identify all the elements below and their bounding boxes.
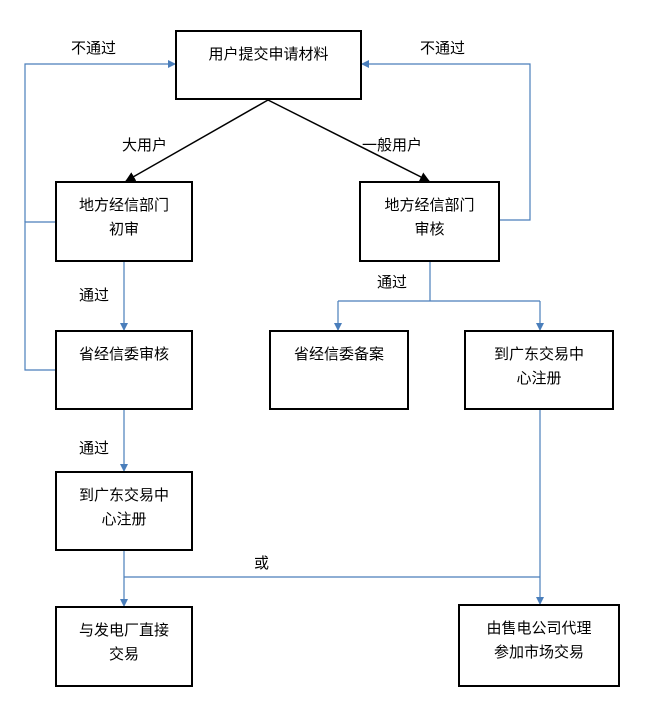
label-pass-right: 通过 <box>377 273 408 291</box>
node-direct-trade-line-1: 与发电厂直接 <box>78 621 169 639</box>
node-submit-line-1: 用户提交申请材料 <box>208 45 329 63</box>
node-local-initial-line-1: 地方经信部门 <box>78 196 169 214</box>
node-agent-trade-line-2: 参加市场交易 <box>493 643 584 661</box>
node-gd-register-right-line-1: 到广东交易中 <box>493 345 584 363</box>
node-local-review-line-2: 审核 <box>414 220 445 238</box>
label-fail-right: 不通过 <box>420 39 466 57</box>
node-province-review-line-1: 省经信委审核 <box>78 345 169 363</box>
arrow-fail-left <box>24 60 176 222</box>
node-agent-trade-line-1: 由售电公司代理 <box>486 619 592 637</box>
node-direct-trade-line-2: 交易 <box>108 645 139 663</box>
arrow-submit-to-local-review <box>267 99 430 182</box>
node-gd-register-right: 到广东交易中 心注册 <box>464 330 614 410</box>
label-or: 或 <box>254 554 270 572</box>
node-province-filing: 省经信委备案 <box>269 330 409 410</box>
node-gd-register-left-line-1: 到广东交易中 <box>78 486 169 504</box>
node-submit: 用户提交申请材料 <box>175 30 362 100</box>
node-local-review: 地方经信部门 审核 <box>359 181 500 262</box>
node-province-review: 省经信委审核 <box>55 330 193 410</box>
label-pass-left-1: 通过 <box>79 286 110 304</box>
node-direct-trade: 与发电厂直接 交易 <box>55 606 193 687</box>
node-province-filing-line-1: 省经信委备案 <box>293 345 384 363</box>
node-agent-trade: 由售电公司代理 参加市场交易 <box>458 604 620 687</box>
label-general-user: 一般用户 <box>362 136 423 154</box>
node-local-initial: 地方经信部门 初审 <box>55 181 193 262</box>
arrow-fail-right <box>361 60 531 221</box>
loop-fail-left <box>24 221 55 371</box>
node-gd-register-right-line-2: 心注册 <box>516 369 562 387</box>
node-local-review-line-1: 地方经信部门 <box>384 196 475 214</box>
arrow-submit-to-local-initial <box>125 99 269 182</box>
label-pass-left-2: 通过 <box>79 439 110 457</box>
node-gd-register-left: 到广东交易中 心注册 <box>55 471 193 551</box>
label-fail-left: 不通过 <box>71 39 117 57</box>
node-gd-register-left-line-2: 心注册 <box>101 510 147 528</box>
label-big-user: 大用户 <box>122 136 168 154</box>
node-local-initial-line-2: 初审 <box>108 220 139 238</box>
